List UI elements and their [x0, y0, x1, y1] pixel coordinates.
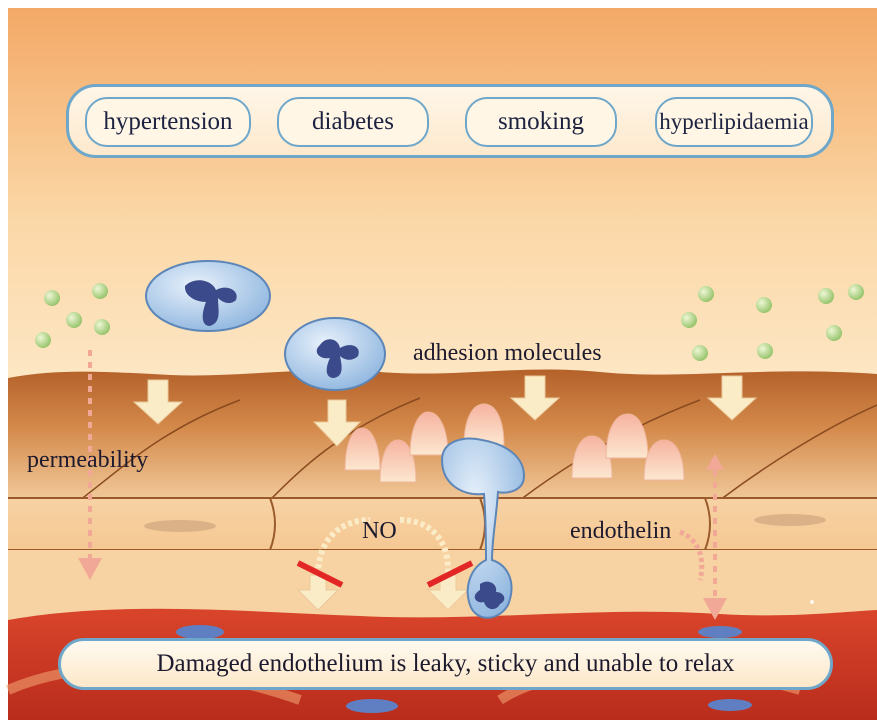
risk-factor-hyperlipidaemia: hyperlipidaemia	[655, 97, 813, 147]
risk-factor-smoking: smoking	[465, 97, 617, 147]
leukocyte-icon	[146, 261, 270, 331]
risk-factor-bar: hypertension diabetes smoking hyperlipid…	[66, 84, 834, 158]
adhesion-molecules-label: adhesion molecules	[413, 340, 602, 367]
endothelin-label: endothelin	[570, 518, 671, 545]
caption-text: Damaged endothelium is leaky, sticky and…	[156, 650, 734, 678]
caption-bar: Damaged endothelium is leaky, sticky and…	[58, 638, 833, 690]
no-label: NO	[362, 518, 397, 545]
risk-factor-hypertension: hypertension	[85, 97, 251, 147]
risk-factor-diabetes: diabetes	[277, 97, 429, 147]
leukocyte-icon	[285, 318, 385, 390]
permeability-label: permeability	[27, 447, 148, 474]
